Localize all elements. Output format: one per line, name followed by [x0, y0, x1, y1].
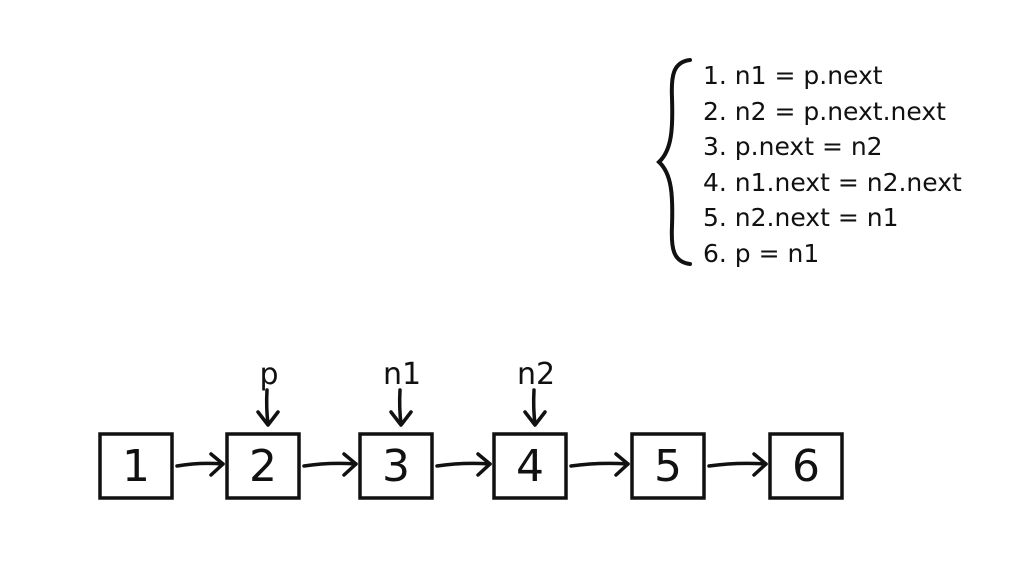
next-arrow [435, 452, 492, 477]
list-node: 6 [768, 432, 844, 500]
step-list: 1. n1 = p.next 2. n2 = p.next.next 3. p.… [703, 58, 962, 272]
node-value: 5 [654, 441, 682, 492]
list-node: 5 [630, 432, 706, 500]
node-box [98, 432, 174, 500]
node-value: 4 [516, 441, 544, 492]
step-6: 6. p = n1 [703, 238, 820, 268]
step-5: 5. n2.next = n1 [703, 203, 899, 233]
step-1: 1. n1 = p.next [703, 61, 883, 90]
list-node: 3 [358, 432, 434, 500]
next-arrow [302, 452, 358, 477]
pointer-label: p [259, 357, 278, 392]
node-box [358, 432, 434, 500]
node-box [225, 432, 301, 500]
pointer-n2: n2 [517, 357, 555, 427]
node-box [630, 432, 706, 500]
pointer-n1: n1 [383, 357, 421, 427]
pointer-label: n1 [383, 357, 421, 392]
step-2: 2. n2 = p.next.next [703, 96, 946, 126]
pointers-layer: p n1 n2 [256, 357, 555, 427]
step-3: 3. p.next = n2 [703, 132, 883, 162]
pointer-label: n2 [517, 357, 555, 392]
list-node: 4 [492, 432, 568, 500]
list-node: 1 [98, 432, 174, 500]
next-arrow [175, 452, 225, 477]
next-arrow [569, 452, 630, 477]
arrows-layer [175, 452, 768, 477]
nodes-layer: 1 2 3 4 5 6 [98, 432, 844, 500]
node-box [768, 432, 844, 500]
list-node: 2 [225, 432, 301, 500]
node-value: 3 [382, 441, 410, 492]
curly-brace [656, 58, 692, 266]
node-value: 1 [122, 441, 150, 492]
step-4: 4. n1.next = n2.next [703, 167, 962, 197]
next-arrow [707, 452, 768, 477]
node-value: 6 [792, 441, 820, 492]
node-value: 2 [249, 441, 277, 492]
node-box [492, 432, 568, 500]
pointer-p: p [256, 357, 280, 427]
